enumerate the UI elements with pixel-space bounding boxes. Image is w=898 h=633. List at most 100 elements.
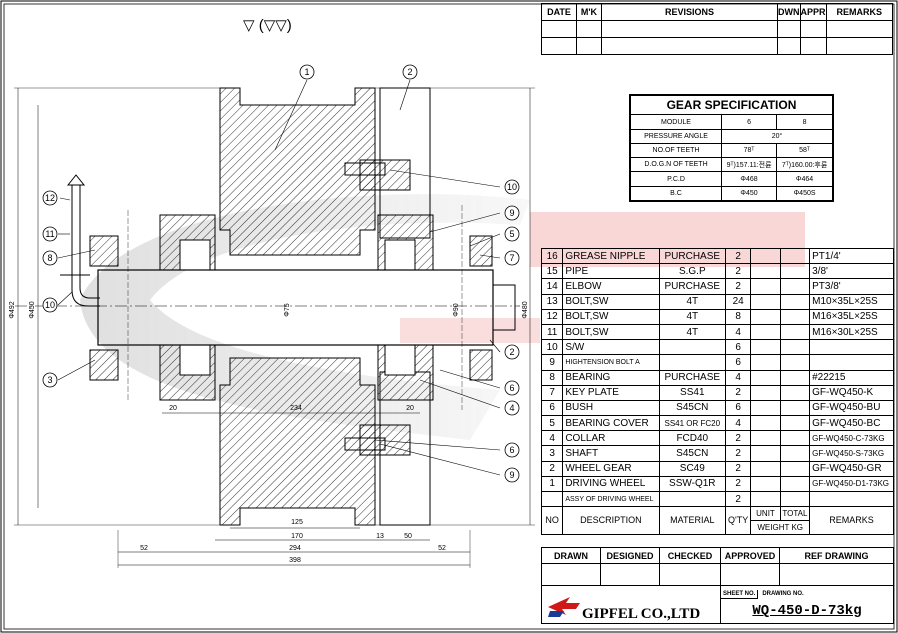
dim-52-right: 52 — [438, 545, 446, 552]
part-qty: 2 — [725, 430, 752, 447]
part-balloon: 7 — [504, 250, 520, 266]
gear-spec-label: B.C — [629, 185, 722, 202]
dim-phi90: Φ90 — [453, 303, 460, 316]
dim-294: 294 — [289, 545, 301, 552]
part-total-weight — [779, 278, 811, 295]
part-remarks: 3/8' — [809, 263, 894, 280]
part-no: 1 — [540, 475, 564, 493]
gear-spec-value-a: 78ᵀ — [720, 142, 778, 159]
part-balloon: 9 — [504, 205, 520, 221]
part-material: SSW-Q1R — [658, 475, 727, 493]
part-total-weight — [779, 263, 811, 280]
part-material: S.G.P — [658, 263, 727, 280]
label-approved: APPROVED — [720, 547, 780, 564]
part-material: 4T — [658, 323, 727, 341]
part-unit-weight — [750, 460, 781, 477]
part-material: SC49 — [658, 460, 727, 477]
part-total-weight — [779, 339, 811, 356]
part-balloon-label: 9 — [509, 208, 514, 218]
part-description: GREASE NIPPLE — [562, 247, 660, 265]
part-balloon-label: 2 — [509, 347, 514, 357]
part-balloon-label: 11 — [45, 229, 54, 239]
part-qty: 2 — [725, 445, 752, 462]
part-unit-weight — [750, 293, 781, 310]
part-remarks: GF-WQ450-GR — [809, 460, 894, 477]
dim-phi492: Φ492 — [9, 301, 16, 318]
part-description: COLLAR — [562, 430, 660, 447]
part-no: 4 — [540, 430, 564, 447]
part-balloon: 1 — [299, 64, 315, 80]
part-balloon: 12 — [42, 190, 58, 206]
title-block: DRAWN DESIGNED CHECKED APPROVED REF DRAW… — [541, 547, 894, 624]
part-balloon-label: 3 — [47, 375, 52, 385]
part-total-weight — [779, 369, 811, 386]
dim-398: 398 — [289, 557, 301, 564]
part-no: 14 — [540, 278, 564, 295]
part-qty: 6 — [725, 354, 752, 371]
part-balloon-label: 9 — [509, 470, 514, 480]
dim-phi480: Φ480 — [522, 301, 529, 318]
label-ref-drawing: REF DRAWING — [779, 547, 894, 564]
part-material: SS41 OR FC20 — [658, 415, 727, 432]
part-no: 10 — [540, 339, 564, 356]
part-material: SS41 — [658, 384, 727, 401]
dim-125: 125 — [291, 519, 303, 526]
surface-finish-symbol: ▽ (▽▽) — [243, 17, 292, 34]
part-balloon: 3 — [42, 372, 58, 388]
part-balloon-label: 4 — [509, 403, 514, 413]
revisions-table: DATE M'K REVISIONS DWN APPR REMARKS — [541, 3, 894, 55]
part-balloon: 10 — [504, 179, 520, 195]
part-balloon-label: 5 — [509, 229, 514, 239]
rev-header-dwn: DWN — [777, 3, 801, 21]
part-unit-weight — [750, 415, 781, 432]
part-remarks — [809, 490, 894, 508]
part-remarks: GF-WQ450-BC — [809, 415, 894, 432]
part-no: 9 — [540, 354, 564, 371]
part-no: 2 — [540, 460, 564, 477]
gear-spec-value-b: 7ᵀ)160.00:후륜 — [776, 157, 834, 173]
label-drawing-no: DRAWING NO. — [762, 591, 804, 597]
part-unit-weight — [750, 445, 781, 462]
part-balloon-label: 8 — [47, 253, 52, 263]
part-unit-weight — [750, 369, 781, 386]
part-no: 8 — [540, 369, 564, 386]
dim-50: 50 — [404, 533, 412, 540]
dim-phi450: Φ450 — [29, 301, 36, 318]
part-total-weight — [779, 475, 811, 493]
part-balloon: 2 — [504, 344, 520, 360]
part-balloon: 5 — [504, 226, 520, 242]
part-material — [658, 339, 727, 356]
part-balloon-label: 6 — [509, 383, 514, 393]
gear-spec-value-a: Φ450 — [720, 185, 778, 202]
part-description: BOLT,SW — [562, 323, 660, 341]
part-total-weight — [779, 247, 811, 265]
label-drawn: DRAWN — [541, 547, 601, 564]
part-no: 15 — [540, 263, 564, 280]
part-balloon-label: 6 — [509, 445, 514, 455]
part-unit-weight — [750, 399, 781, 417]
dim-phi75: Φ75 — [284, 303, 291, 316]
part-no — [540, 490, 564, 508]
part-total-weight — [779, 354, 811, 371]
part-balloon-label: 7 — [509, 253, 514, 263]
parts-header-weight-kg: WEIGHT KG — [757, 523, 804, 533]
part-total-weight — [779, 293, 811, 310]
part-description: BOLT,SW — [562, 308, 660, 325]
part-unit-weight — [750, 278, 781, 295]
part-description: KEY PLATE — [562, 384, 660, 401]
part-description: PIPE — [562, 263, 660, 280]
part-remarks: M16×35L×25S — [809, 308, 894, 325]
part-description: SHAFT — [562, 445, 660, 462]
gear-spec-label: NO.OF TEETH — [629, 142, 722, 159]
